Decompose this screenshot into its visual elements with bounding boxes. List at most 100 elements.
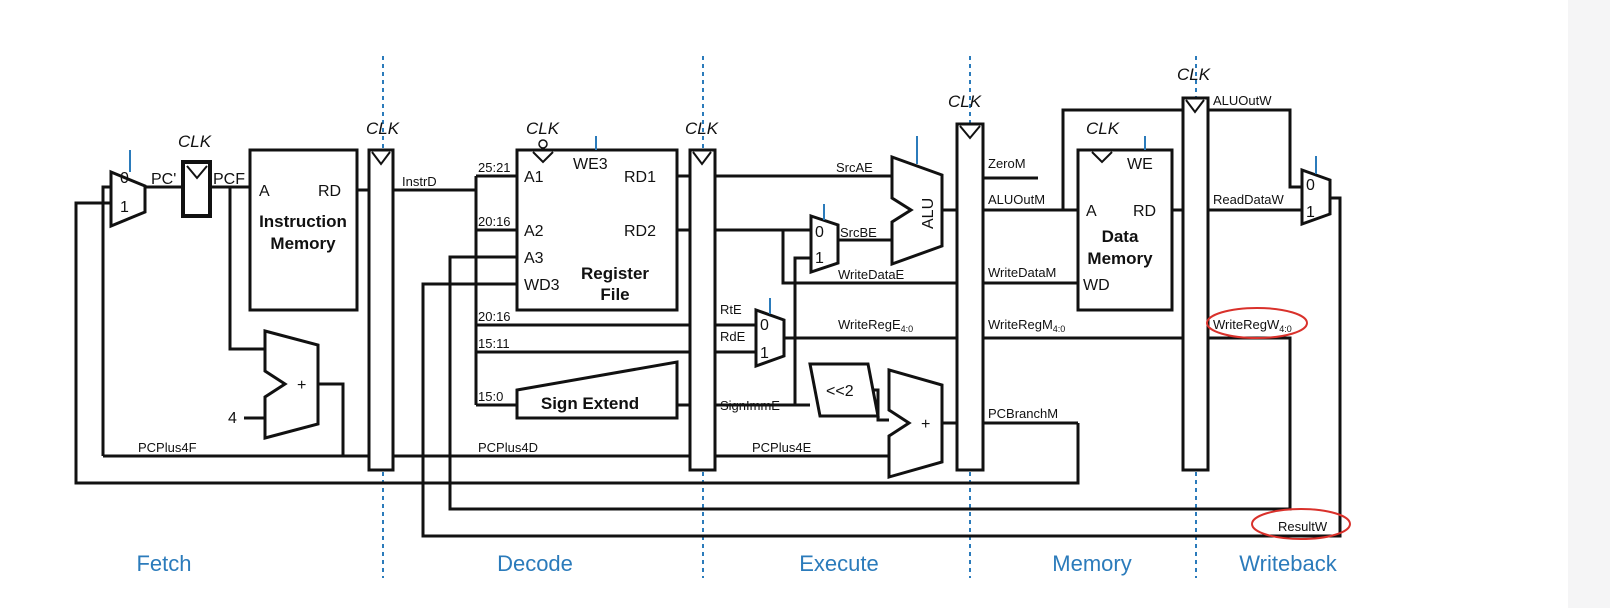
signal-bits-25-21: 25:21 <box>478 160 511 175</box>
branch-adder <box>887 368 944 479</box>
regfile-we3: WE3 <box>573 156 608 173</box>
stage-label-fetch: Fetch <box>136 551 191 576</box>
regdst-mux-in1: 1 <box>760 345 769 362</box>
signal-aluoutm: ALUOutM <box>988 192 1045 207</box>
regfile-a1: A1 <box>524 169 544 186</box>
clk-label-exmem: CLK <box>948 92 982 111</box>
dmem-port-wd: WD <box>1083 277 1110 294</box>
result-mux-in1: 1 <box>1306 204 1315 221</box>
ex-mem-register <box>955 122 985 472</box>
dmem-title-1: Data <box>1102 227 1139 246</box>
signal-writeregm: WriteRegM4:0 <box>988 317 1065 334</box>
signal-instrd: InstrD <box>402 174 437 189</box>
if-id-clock-edge <box>371 151 391 166</box>
stage-label-execute: Execute <box>799 551 879 576</box>
regfile-clock-edge <box>532 151 554 164</box>
imem-port-a: A <box>259 183 270 200</box>
pc-mux-in0: 0 <box>120 170 129 187</box>
clk-label-dmem: CLK <box>1086 119 1120 138</box>
clk-label-idex: CLK <box>685 119 719 138</box>
result-mux-in0: 0 <box>1306 177 1315 194</box>
pcplus4-adder-sign: + <box>297 377 306 394</box>
clk-label-pc: CLK <box>178 132 212 151</box>
sign-extend <box>515 360 679 420</box>
srcb-mux <box>809 213 840 275</box>
regfile-rd1: RD1 <box>624 169 656 186</box>
signal-writedatam: WriteDataM <box>988 265 1056 280</box>
shift-left-2 <box>808 362 880 418</box>
dmem-we: WE <box>1127 156 1153 173</box>
clk-label-ifid: CLK <box>366 119 400 138</box>
signal-pcplus4f: PCPlus4F <box>138 440 197 455</box>
dmem-port-rd: RD <box>1133 203 1156 220</box>
signal-readdataw: ReadDataW <box>1213 192 1285 207</box>
signal-bits-20-16-b: 20:16 <box>478 309 511 324</box>
regfile-a2: A2 <box>524 223 544 240</box>
signal-resultw: ResultW <box>1278 519 1328 534</box>
signal-srcae: SrcAE <box>836 160 873 175</box>
result-mux <box>1300 167 1332 227</box>
signal-rte: RtE <box>720 302 742 317</box>
mem-wb-clock-edge <box>1185 99 1205 114</box>
data-memory <box>1076 148 1174 312</box>
signal-bits-15-11: 15:11 <box>478 336 510 351</box>
shift-left-2-label: <<2 <box>826 383 854 400</box>
clk-label-memwb: CLK <box>1177 65 1211 84</box>
regfile-title-2: File <box>600 285 629 304</box>
signal-bits-20-16-a: 20:16 <box>478 214 511 229</box>
regdst-mux <box>754 307 786 369</box>
signal-aluoutw: ALUOutW <box>1213 93 1272 108</box>
signal-pcplus4d: PCPlus4D <box>478 440 538 455</box>
pc-register <box>181 160 212 218</box>
resultw-highlight-ring <box>1251 508 1351 540</box>
regfile-title-1: Register <box>581 264 649 283</box>
stage-label-decode: Decode <box>497 551 573 576</box>
srcb-mux-in1: 1 <box>815 250 824 267</box>
signal-pcf: PCF <box>213 171 245 188</box>
imem-port-rd: RD <box>318 183 341 200</box>
signal-rde: RdE <box>720 329 746 344</box>
pc-register-clock-edge <box>186 165 208 180</box>
signal-writerege: WriteRegE4:0 <box>838 317 913 334</box>
sign-extend-label: Sign Extend <box>541 394 639 413</box>
stage-label-writeback: Writeback <box>1239 551 1337 576</box>
signal-signimme: SignImmE <box>720 398 780 413</box>
branch-adder-sign: + <box>921 416 930 433</box>
regfile-a3: A3 <box>524 250 544 267</box>
dmem-title-2: Memory <box>1087 249 1153 268</box>
regfile-rd2: RD2 <box>624 223 656 240</box>
pcplus4-adder <box>263 329 320 440</box>
const-4: 4 <box>228 410 237 427</box>
regfile-wd3: WD3 <box>524 277 560 294</box>
signal-writeregw: WriteRegW4:0 <box>1213 317 1292 334</box>
signal-pcplus4e: PCPlus4E <box>752 440 812 455</box>
signal-srcbe: SrcBE <box>840 225 877 240</box>
mem-wb-register <box>1181 96 1210 472</box>
clk-label-regfile: CLK <box>526 119 560 138</box>
datapath-wires <box>74 108 1342 538</box>
if-id-register <box>367 148 395 472</box>
writeregw-highlight-ring <box>1206 307 1308 339</box>
stage-dividers <box>382 56 1197 578</box>
signal-zerom: ZeroM <box>988 156 1026 171</box>
alu <box>890 154 944 267</box>
signal-writedatae: WriteDataE <box>838 267 905 282</box>
id-ex-clock-edge <box>692 151 712 166</box>
pc-mux-in1: 1 <box>120 199 129 216</box>
signal-bits-15-0: 15:0 <box>478 389 503 404</box>
id-ex-register <box>688 148 717 472</box>
imem-title-1: Instruction <box>259 212 347 231</box>
pc-mux <box>109 169 147 229</box>
right-margin-strip <box>1568 0 1610 608</box>
srcb-mux-in0: 0 <box>815 224 824 241</box>
regdst-mux-in0: 0 <box>760 317 769 334</box>
instruction-memory <box>248 148 359 312</box>
signal-pcbranchm: PCBranchM <box>988 406 1058 421</box>
alu-label: ALU <box>920 198 937 229</box>
ex-mem-clock-edge <box>959 125 981 140</box>
regfile-clock-inverter <box>538 139 548 149</box>
stage-label-memory: Memory <box>1052 551 1131 576</box>
signal-pc-next: PC' <box>151 171 176 188</box>
dmem-port-a: A <box>1086 203 1097 220</box>
